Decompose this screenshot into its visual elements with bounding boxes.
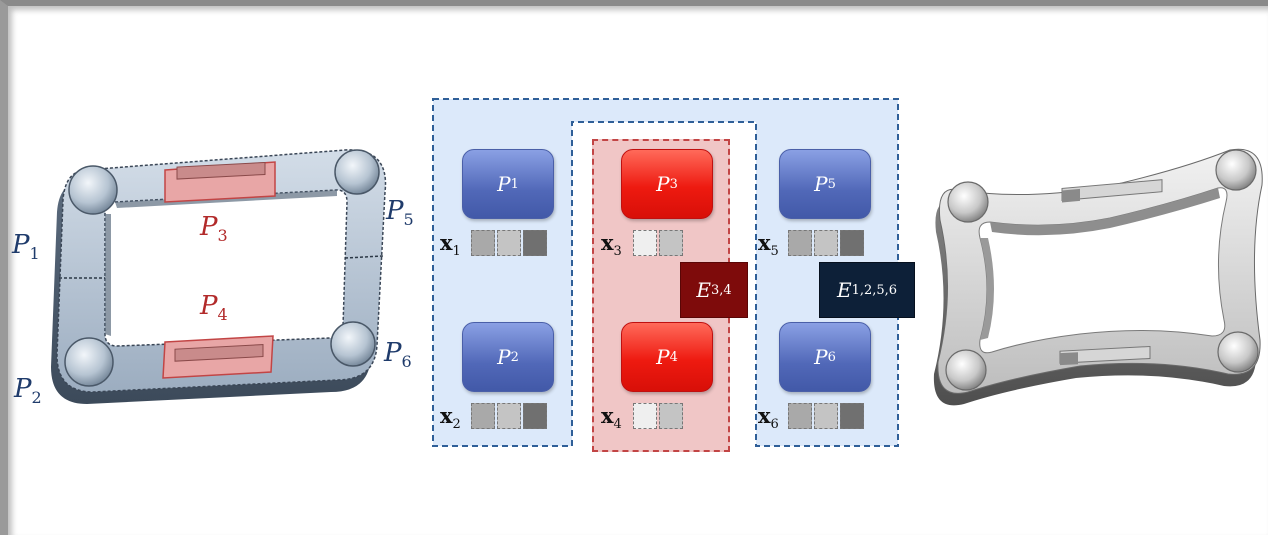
cell: [471, 403, 495, 429]
cell: [471, 230, 495, 256]
var-x3: x3: [601, 230, 622, 260]
cell: [523, 230, 547, 256]
var-x2: x2: [440, 403, 461, 433]
cells-x1: [471, 230, 547, 256]
cell: [659, 403, 683, 429]
cell: [633, 403, 657, 429]
optimized-frame-model: [933, 148, 1263, 406]
cell: [523, 403, 547, 429]
cell: [840, 230, 864, 256]
cells-x4: [633, 403, 683, 429]
cell: [497, 230, 521, 256]
label-p5: P5: [386, 196, 414, 230]
segmented-frame-model: [51, 149, 387, 404]
cells-x5: [788, 230, 864, 256]
var-x1: x1: [440, 230, 461, 260]
var-x6: x6: [758, 403, 779, 433]
cell: [497, 403, 521, 429]
cell: [788, 230, 812, 256]
label-p4: P4: [200, 291, 228, 325]
label-p1: P1: [12, 230, 40, 264]
var-x5: x5: [758, 230, 779, 260]
cells-x3: [633, 230, 683, 256]
cell: [840, 403, 864, 429]
var-x4: x4: [601, 403, 622, 433]
cells-x2: [471, 403, 547, 429]
label-p3: P3: [200, 212, 228, 246]
cell: [788, 403, 812, 429]
cells-x6: [788, 403, 864, 429]
label-p2: P2: [14, 374, 42, 408]
cell: [814, 403, 838, 429]
cell: [633, 230, 657, 256]
cell: [814, 230, 838, 256]
label-p6: P6: [384, 338, 412, 372]
cell: [659, 230, 683, 256]
